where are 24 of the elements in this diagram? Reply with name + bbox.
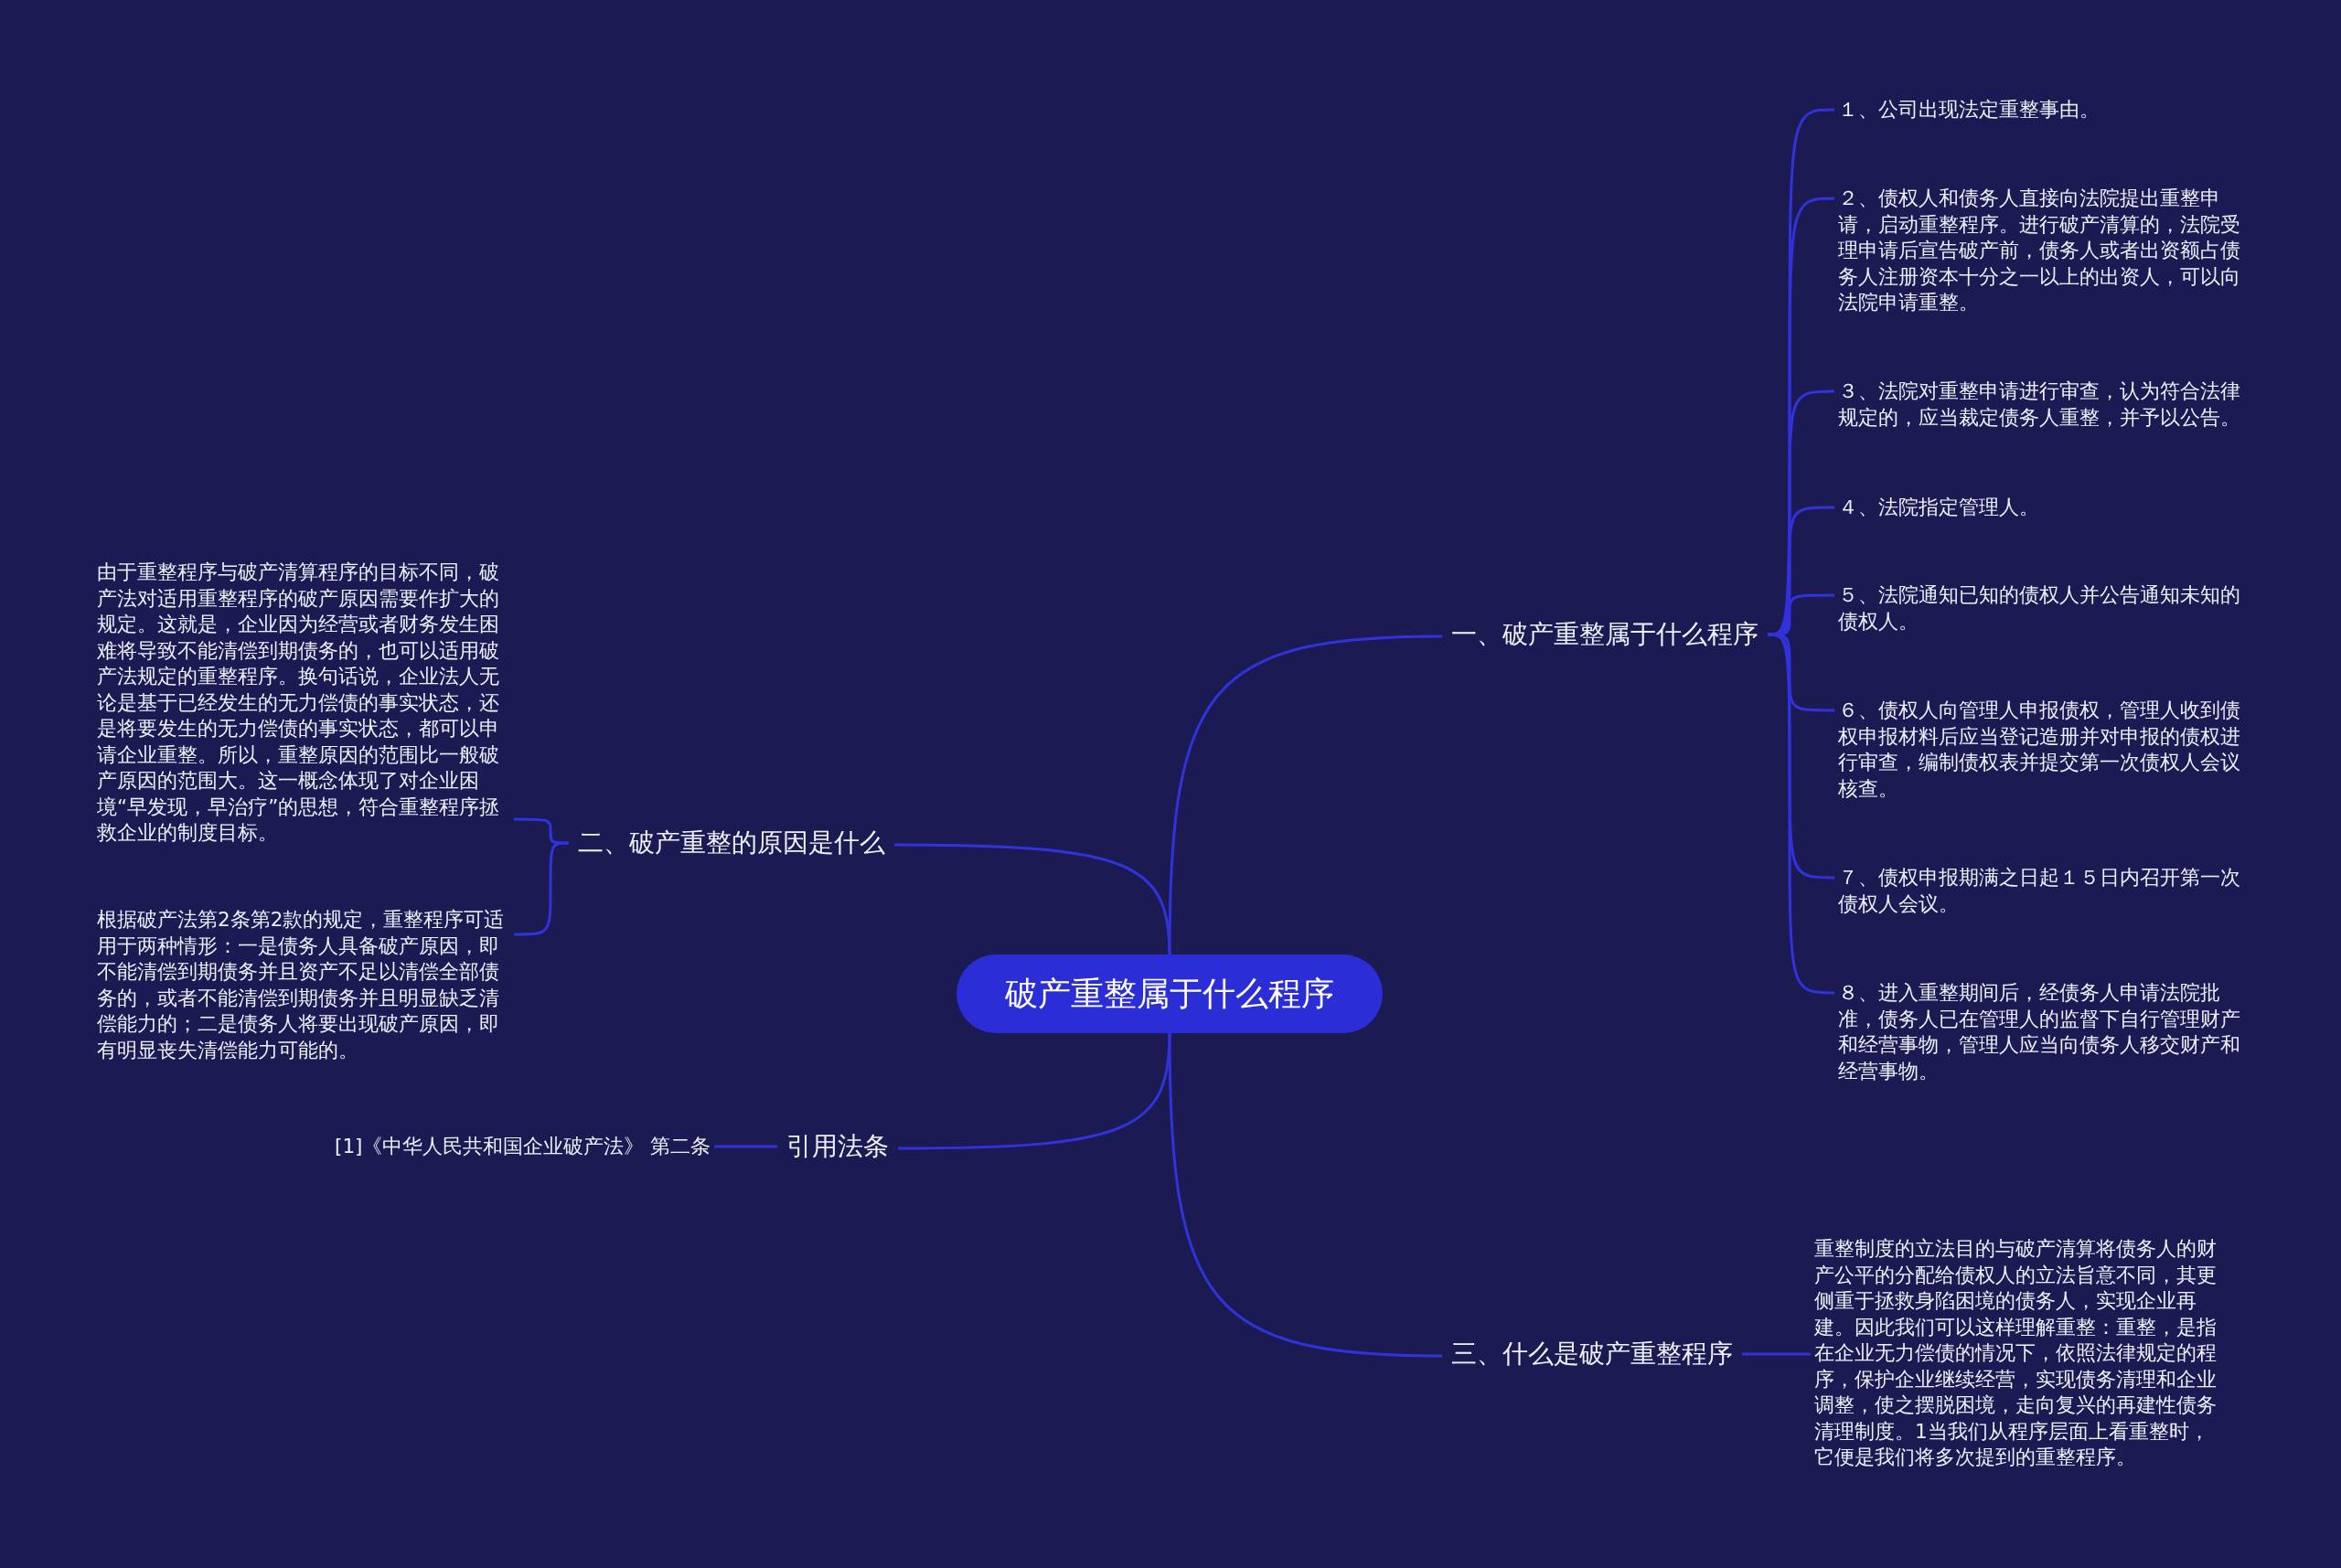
citation-text: [1]《中华人民共和国企业破产法》 第二条 bbox=[335, 1133, 711, 1160]
note-text: ６、债权人向管理人申报债权，管理人收到债权申报材料后应当登记造册并对申报的债权进行审查，编制债权表并提交第一次债权人会议核查。 bbox=[1838, 698, 2254, 802]
connector-line bbox=[898, 1032, 1171, 1150]
connector-line bbox=[1168, 1032, 1443, 1358]
branch-topic: 引用法条 bbox=[786, 1130, 889, 1163]
connector-line bbox=[514, 817, 569, 845]
connector-line bbox=[714, 1145, 777, 1148]
connector-line bbox=[514, 841, 569, 936]
connector-line bbox=[1742, 1352, 1811, 1356]
branch-topic: 三、什么是破产重整程序 bbox=[1451, 1338, 1733, 1371]
central-topic-box: 破产重整属于什么程序 bbox=[957, 955, 1383, 1033]
note-text: 由于重整程序与破产清算程序的目标不同，破产法对适用重整程序的破产原因需要作扩大的规定。这就是，企业因为经营或者财务发生困难将导致不能清偿到期债务的，也可以适用破产法规定的重整程序。换句话说，企业法人无论是基于已经发生的无力偿债的事实状态，还是将要发生的无力偿债的事实状态，都可以申请企业重整。所以，重整原因的范围比一般破产原因的范围大。这一概念体现了对企业困境“早发现，早治疗”的思想，符合重整程序拯救企业的制度目标。 bbox=[97, 560, 510, 847]
note-text: ４、法院指定管理人。 bbox=[1838, 495, 2254, 521]
note-text: ２、债权人和债务人直接向法院提出重整申请，启动重整程序。进行破产清算的，法院受理申请后宣告破产前，债务人或者出资额占债务人注册资本十分之一以上的出资人，可以向法院申请重整。 bbox=[1838, 186, 2254, 316]
branch-topic: 二、破产重整的原因是什么 bbox=[578, 827, 885, 859]
note-text: ５、法院通知已知的债权人并公告通知未知的债权人。 bbox=[1838, 582, 2254, 635]
branch-topic: 一、破产重整属于什么程序 bbox=[1451, 618, 1758, 651]
connector-line bbox=[894, 843, 1171, 955]
note-text: １、公司出现法定重整事由。 bbox=[1838, 97, 2254, 123]
note-text: 重整制度的立法目的与破产清算将债务人的财产公平的分配给债权人的立法旨意不同，其更侧重于拯救身陷困境的债务人，实现企业再建。因此我们可以这样理解重整：重整，是指在企业无力偿债的情况下，依照法律规定的程序，保护企业继续经营，实现债务清理和企业调整，使之摆脱困境，走向复兴的再建性债务清理制度。1当我们从程序层面上看重整时，它便是我们将多次提到的重整程序。 bbox=[1814, 1236, 2224, 1471]
note-text: ７、债权申报期满之日起１５日内召开第一次债权人会议。 bbox=[1838, 865, 2254, 917]
note-text: ８、进入重整期间后，经债务人申请法院批准，债务人已在管理人的监督下自行管理财产和经营事物，管理人应当向债务人移交财产和经营事物。 bbox=[1838, 980, 2254, 1084]
note-text: 根据破产法第2条第2款的规定，重整程序可适用于两种情形：一是债务人具备破产原因，即不能清偿到期债务并且资产不足以清偿全部债务的，或者不能清偿到期债务并且明显缺乏清偿能力的；二是债务人将要出现破产原因，即有明显丧失清偿能力可能的。 bbox=[97, 907, 510, 1063]
note-text: ３、法院对重整申请进行审查，认为符合法律规定的，应当裁定债务人重整，并予以公告。 bbox=[1838, 379, 2254, 431]
